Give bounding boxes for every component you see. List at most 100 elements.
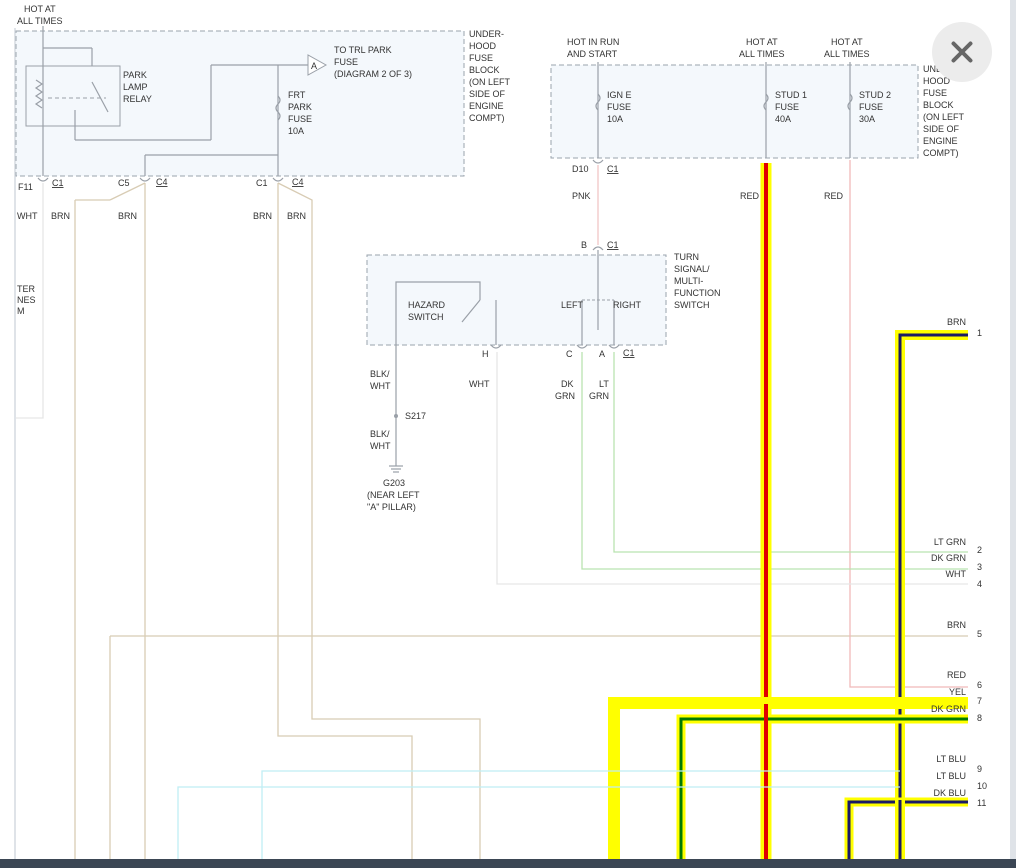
wire-label-brn-1: BRN	[51, 211, 70, 221]
right-block-label-4: BLOCK	[923, 100, 954, 110]
left-block-label: UNDER- HOOD FUSE BLOCK (ON LEFT SIDE OF …	[469, 29, 511, 123]
pin-color-2: LT GRN	[934, 537, 966, 547]
fuse2-1: STUD 1	[775, 90, 807, 100]
pin-color-7: YEL	[949, 687, 966, 697]
gnd-g203-3: "A" PILLAR)	[367, 502, 416, 512]
trl-label-2: FUSE	[334, 57, 358, 67]
right-fuse-block-box	[550, 64, 919, 159]
frt-fuse-label-3: FUSE	[288, 114, 312, 124]
ts-pin-a: A	[599, 349, 605, 359]
ts-wire-lt: LT	[599, 379, 609, 389]
stud2-fuse-icon	[847, 93, 853, 111]
viewer-bottom-bar	[0, 859, 1016, 868]
ts-wire-grn1: GRN	[555, 391, 575, 401]
fuse1-2: FUSE	[607, 102, 631, 112]
wire-yel-pin7	[608, 697, 968, 860]
pin-color-6: RED	[947, 670, 967, 680]
pin-num-8: 8	[977, 713, 982, 723]
left-block-label-1: UNDER-	[469, 29, 504, 39]
close-button[interactable]	[932, 22, 992, 82]
ts-c1-top: C1	[607, 240, 619, 250]
left-block-label-6: SIDE OF	[469, 89, 506, 99]
hot-all2-1: HOT AT	[831, 37, 863, 47]
ts-pin-h: H	[482, 349, 489, 359]
hot-all2-2: ALL TIMES	[824, 49, 870, 59]
pin-num-1: 1	[977, 328, 982, 338]
hazard-switch-icon	[461, 299, 481, 323]
left-block-label-4: BLOCK	[469, 65, 500, 75]
ts-name-3: MULTI-	[674, 276, 703, 286]
right-block-label-7: ENGINE	[923, 136, 958, 146]
ts-name-1: TURN	[674, 252, 699, 262]
right-block-label-3: FUSE	[923, 88, 947, 98]
wire-brn-4	[277, 182, 481, 860]
pin-color-3: DK GRN	[931, 553, 966, 563]
wire-dkgrn-pin3	[581, 352, 968, 570]
frt-fuse-label-4: 10A	[288, 126, 304, 136]
pin-color-10: LT BLU	[936, 771, 966, 781]
ts-hazard-2: SWITCH	[408, 312, 444, 322]
wire-ltgrn-pin2	[613, 352, 968, 553]
right-block-label-5: (ON LEFT	[923, 112, 965, 122]
pin-num-4: 4	[977, 579, 982, 589]
pin-num-9: 9	[977, 764, 982, 774]
pin-color-9: LT BLU	[936, 754, 966, 764]
wire-label-pnk: PNK	[572, 191, 591, 201]
gnd-g203-2: (NEAR LEFT	[367, 490, 420, 500]
pin-num-5: 5	[977, 629, 982, 639]
fuse1-1: IGN E	[607, 90, 632, 100]
pin-num-6: 6	[977, 680, 982, 690]
gnd-blkwht-1a: BLK/	[370, 369, 390, 379]
ts-name-2: SIGNAL/	[674, 264, 710, 274]
gnd-blkwht-1b: WHT	[370, 381, 391, 391]
left-block-label-7: ENGINE	[469, 101, 504, 111]
wire-brn-5	[109, 635, 968, 860]
pin-num-10: 10	[977, 781, 987, 791]
gnd-g203-1: G203	[383, 478, 405, 488]
frt-fuse-label-2: PARK	[288, 102, 312, 112]
left-hot-label-2: ALL TIMES	[17, 16, 63, 26]
stud1-fuse-icon	[763, 93, 769, 111]
pin-num-3: 3	[977, 562, 982, 572]
wire-dkblu-pin11	[847, 800, 968, 860]
wire-dkgrn-pin8	[679, 717, 968, 860]
right-block-label-2: HOOD	[923, 76, 951, 86]
hot-all1-1: HOT AT	[746, 37, 778, 47]
conn-c1-left: C1	[52, 178, 64, 188]
gnd-splice: S217	[405, 411, 426, 421]
wire-dkgrn-pin8-highlight	[676, 714, 968, 860]
wire-brn-pin1	[898, 333, 968, 860]
left-fuse-block-box	[15, 30, 465, 177]
gnd-blkwht-2b: WHT	[370, 441, 391, 451]
wire-label-red-1: RED	[740, 191, 760, 201]
pin-num-7: 7	[977, 696, 982, 706]
partial-text-1: TER	[17, 284, 36, 294]
left-block-label-3: FUSE	[469, 53, 493, 63]
wire-label-brn-2: BRN	[118, 211, 137, 221]
conn-c1-mid: C1	[256, 178, 268, 188]
frt-fuse-label-1: FRT	[288, 90, 306, 100]
wire-red-pin6	[849, 160, 968, 688]
wire-label-red-2: RED	[824, 191, 844, 201]
pin-color-11: DK BLU	[933, 788, 966, 798]
wire-brn-3	[277, 183, 413, 860]
fuse2-3: 40A	[775, 114, 791, 124]
connector-pin-list: BRN 1 LT GRN 2 DK GRN 3 WHT 4 BRN 5 RED …	[931, 317, 987, 808]
wire-label-wht: WHT	[17, 211, 38, 221]
trl-connector-letter: A	[311, 61, 317, 71]
pin-color-8: DK GRN	[931, 704, 966, 714]
conn-c1-right: C1	[607, 164, 619, 174]
ts-name-5: SWITCH	[674, 300, 710, 310]
left-block-label-8: COMPT)	[469, 113, 505, 123]
trl-label-1: TO TRL PARK	[334, 45, 392, 55]
right-block-label-8: COMPT)	[923, 148, 959, 158]
right-block-label-6: SIDE OF	[923, 124, 960, 134]
partial-text-2: NES	[17, 295, 36, 305]
conn-c4-left: C4	[156, 177, 168, 187]
ts-wire-grn2: GRN	[589, 391, 609, 401]
ground-icon	[389, 465, 403, 473]
relay-label-3: RELAY	[123, 94, 152, 104]
conn-c4-mid: C4	[292, 177, 304, 187]
